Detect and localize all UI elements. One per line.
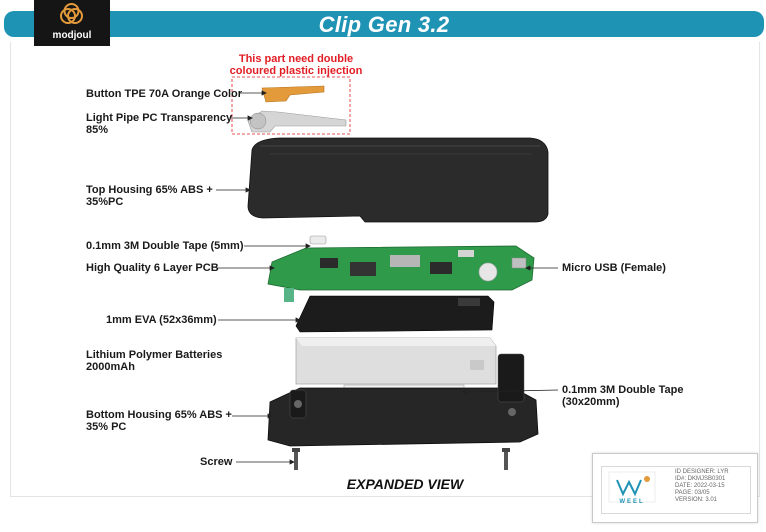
label-battery: Lithium Polymer Batteries 2000mAh	[86, 349, 223, 373]
weel-logo-text: WEEL	[619, 499, 645, 505]
brand-logo: modjoul	[34, 0, 110, 46]
page-title: Clip Gen 3.2	[318, 12, 450, 37]
label-top-housing: Top Housing 65% ABS + 35%PC	[86, 184, 213, 208]
designer-stamp: WEEL ID DESIGNER: LYR ID#: DKMJSB0301 DA…	[592, 453, 758, 523]
stamp-details: ID DESIGNER: LYR ID#: DKMJSB0301 DATE: 2…	[675, 469, 755, 504]
label-tape-5mm: 0.1mm 3M Double Tape (5mm)	[86, 240, 244, 252]
screw-right	[502, 448, 510, 470]
stamp-line: VERSION: 3.01	[675, 497, 718, 503]
tape-5mm-part	[309, 235, 327, 245]
label-bottom-housing: Bottom Housing 65% ABS + 35% PC	[86, 409, 232, 433]
label-button: Button TPE 70A Orange Color	[86, 88, 243, 100]
bottom-housing-part	[267, 353, 539, 447]
stamp-line: ID#: DKMJSB0301	[675, 476, 726, 482]
eva-part	[295, 295, 495, 333]
label-eva: 1mm EVA (52x36mm)	[106, 314, 217, 326]
stamp-line: ID DESIGNER: LYR	[675, 469, 729, 475]
top-housing-part	[247, 137, 549, 223]
double-injection-note: This part need double coloured plastic i…	[229, 53, 363, 77]
light-pipe-part	[247, 110, 347, 133]
stamp-line: DATE: 2022-03-15	[675, 483, 725, 489]
label-tape-30x20: 0.1mm 3M Double Tape (30x20mm)	[562, 384, 684, 408]
leader-lines	[216, 90, 559, 465]
weel-logo-icon	[608, 471, 656, 503]
button-part	[261, 85, 325, 103]
view-caption: EXPANDED VIEW	[346, 476, 464, 492]
label-screw: Screw	[200, 456, 233, 468]
stamp-line: PAGE: 03/05	[675, 490, 710, 496]
label-micro-usb: Micro USB (Female)	[562, 262, 666, 274]
pcb-part	[267, 245, 535, 302]
screw-left	[292, 448, 300, 470]
title-bar: Clip Gen 3.2	[4, 11, 764, 37]
label-light-pipe: Light Pipe PC Transparency 85%	[86, 112, 233, 136]
battery-part	[295, 337, 497, 385]
brand-name: modjoul	[52, 30, 92, 41]
label-pcb: High Quality 6 Layer PCB	[86, 262, 219, 274]
stamp-border	[601, 466, 751, 514]
logo-rings-icon	[60, 3, 83, 24]
diagram-frame	[10, 42, 760, 497]
double-injection-box	[231, 76, 351, 135]
